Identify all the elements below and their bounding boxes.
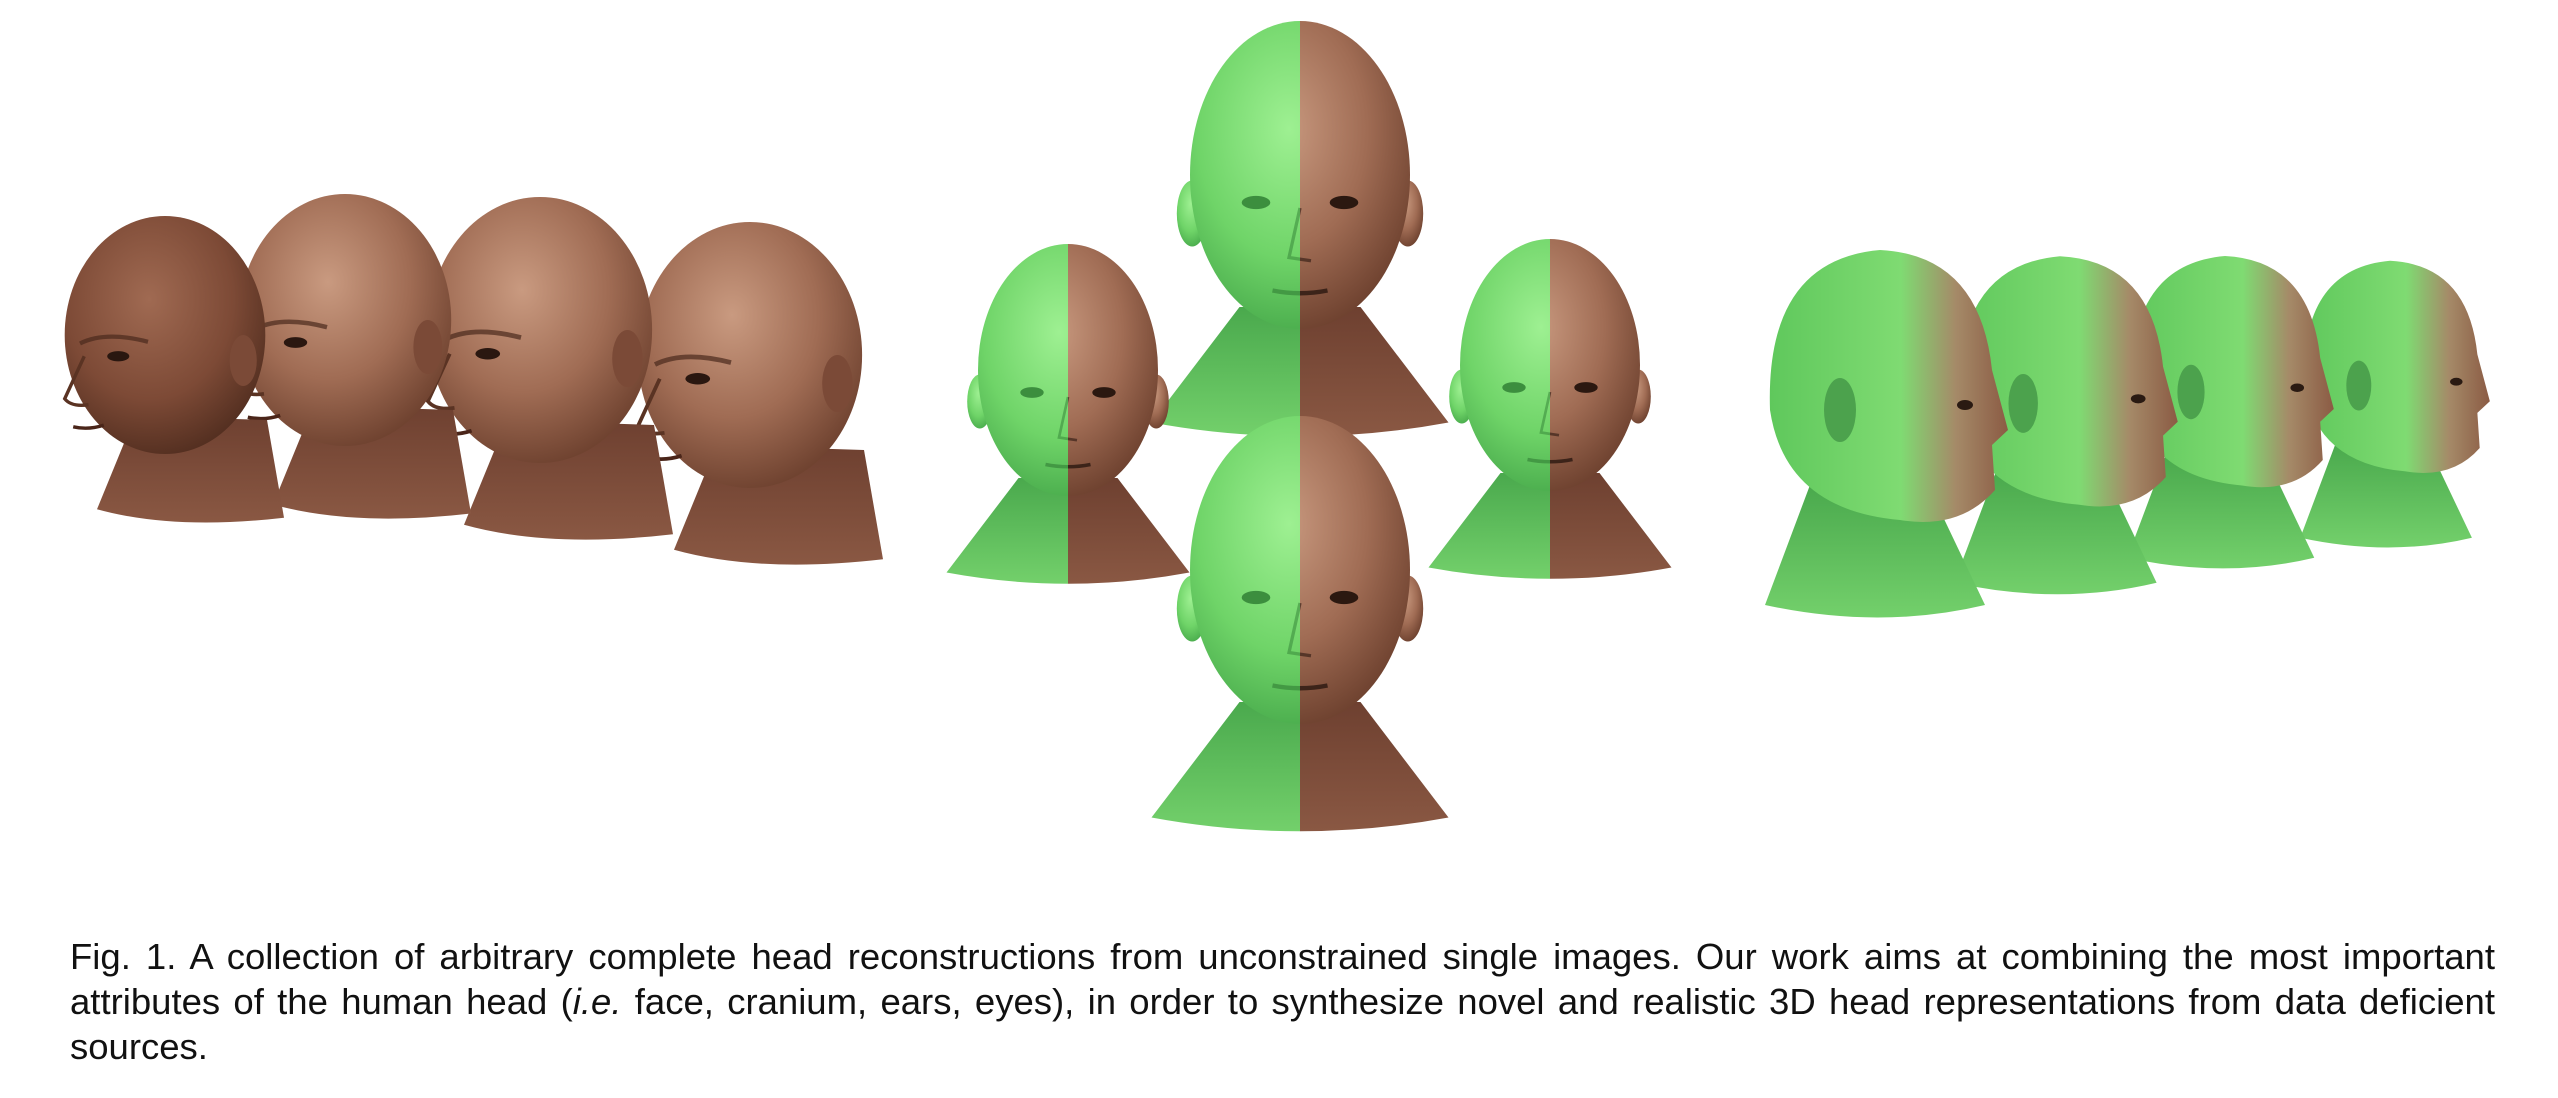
caption-prefix: Fig. 1. A collection of arbitrary comple… (70, 936, 2495, 1022)
textured-head (62, 216, 284, 523)
mesh-profile-head (1765, 250, 2008, 618)
figure-caption: Fig. 1. A collection of arbitrary comple… (70, 934, 2495, 1069)
split-head (1428, 239, 1672, 579)
textured-head (425, 197, 673, 540)
textured-heads-row (62, 194, 883, 565)
caption-suffix: face, cranium, ears, eyes), in order to … (70, 981, 2495, 1067)
textured-head (635, 222, 883, 565)
textured-head (236, 194, 471, 519)
mesh-profile-head (1954, 256, 2178, 595)
caption-ie: i.e. (572, 981, 622, 1022)
mesh-heads-profile-row (1765, 250, 2490, 618)
mesh-profile-head (2300, 260, 2490, 548)
split-heads-cross (946, 21, 1672, 832)
split-head (1151, 21, 1449, 437)
split-head (946, 244, 1190, 584)
figure-head-reconstructions (62, 21, 2490, 832)
mesh-profile-head (2127, 256, 2334, 569)
split-head (1151, 416, 1449, 832)
